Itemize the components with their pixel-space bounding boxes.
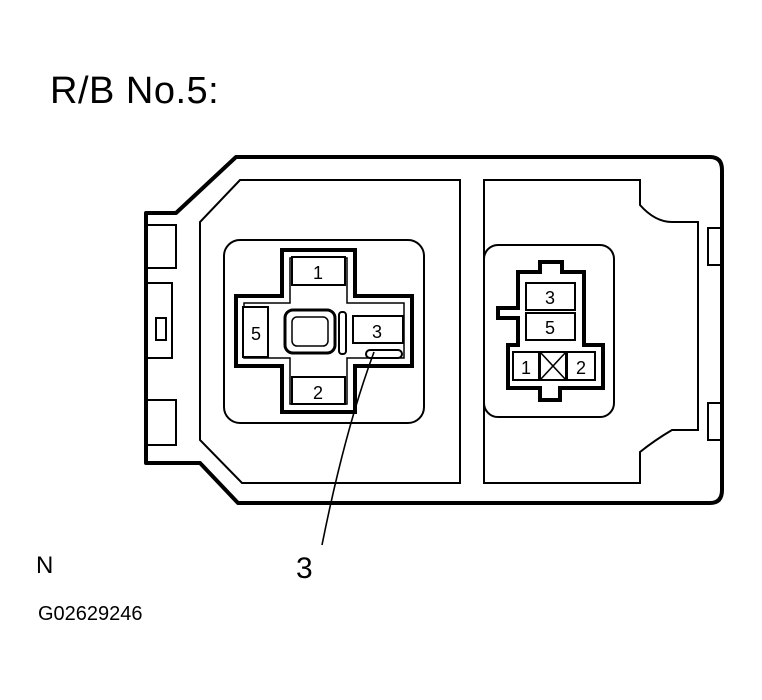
svg-text:5: 5	[251, 324, 261, 344]
left-terminal-1: 1	[291, 256, 346, 286]
callout-leader-line	[321, 351, 375, 546]
left-connector-recess	[223, 239, 425, 424]
relay-block-housing	[144, 155, 724, 505]
right-terminal-5: 5	[525, 312, 576, 341]
left-terminal-5: 5	[242, 306, 269, 358]
right-terminal-1: 1	[512, 351, 540, 381]
right-blank-position	[539, 351, 567, 381]
svg-text:1: 1	[521, 358, 531, 378]
diagram-title: R/B No.5:	[50, 70, 220, 112]
svg-text:3: 3	[372, 322, 382, 342]
right-connector-body	[496, 260, 605, 402]
left-terminal-2: 2	[291, 376, 346, 405]
right-side-tabs	[707, 227, 722, 441]
svg-text:2: 2	[576, 358, 586, 378]
left-connector-center-cavity	[283, 308, 337, 355]
left-compartment	[199, 179, 461, 484]
callout-number: 3	[296, 552, 313, 585]
svg-text:2: 2	[313, 383, 323, 403]
left-terminal-3: 3	[352, 315, 404, 344]
right-terminal-3: 3	[525, 282, 576, 311]
right-compartment	[483, 179, 699, 484]
left-connector-slot	[338, 311, 347, 355]
right-connector-recess	[483, 244, 615, 418]
svg-text:1: 1	[313, 263, 323, 283]
terminal-3-latch	[365, 349, 403, 359]
figure-code: G02629246	[38, 603, 143, 625]
svg-text:3: 3	[545, 288, 555, 308]
left-side-tabs	[146, 224, 177, 446]
svg-text:5: 5	[545, 318, 555, 338]
view-label: N	[36, 552, 54, 579]
right-terminal-2: 2	[566, 351, 596, 381]
